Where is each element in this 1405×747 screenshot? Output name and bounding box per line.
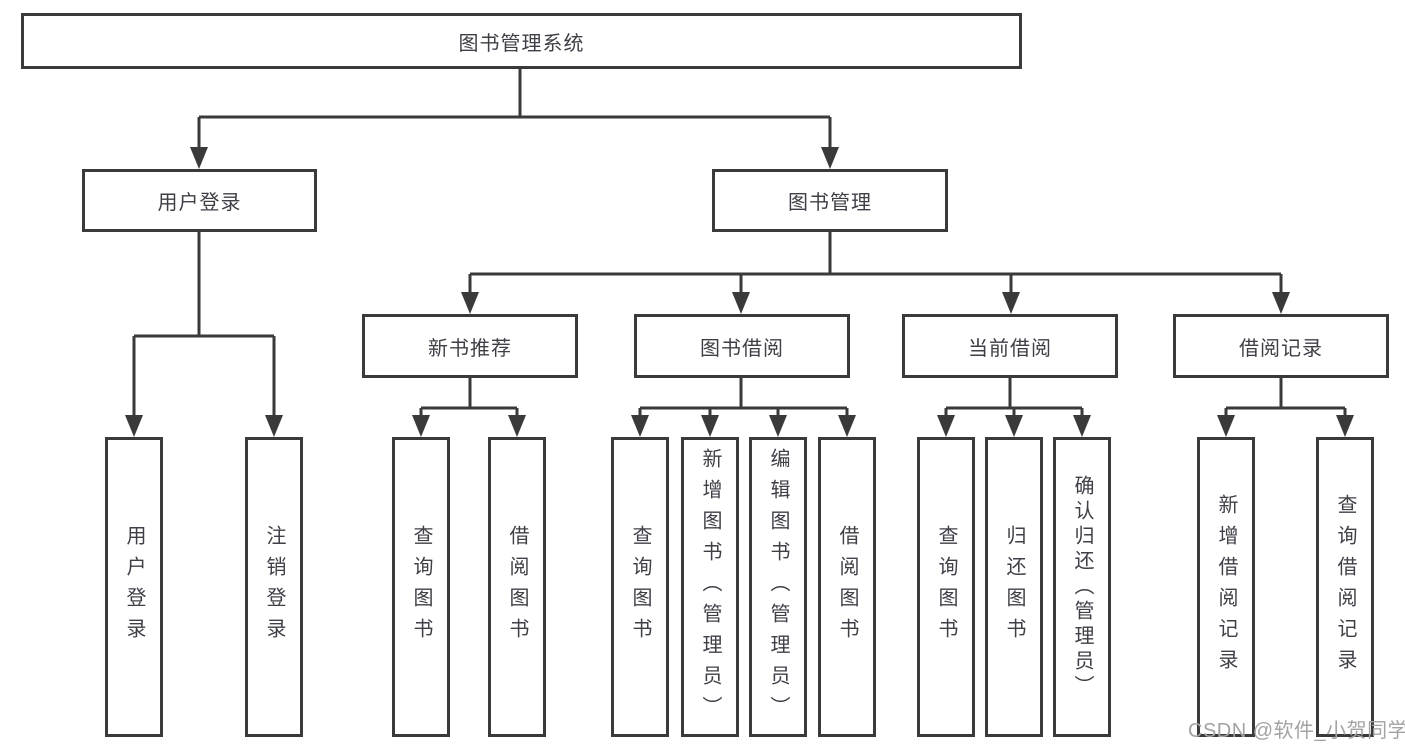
leaf-nb-borrow-books-label: 借阅图书: [506, 525, 528, 649]
leaf-cb-confirm-return-admin-label: 确认归还（管理员）: [1071, 474, 1093, 700]
leaf-bb-borrow-books: 借阅图书: [818, 437, 876, 737]
leaf-bb-add-books-admin-label: 新增图书（管理员）: [699, 447, 721, 727]
leaf-user-login: 用户登录: [105, 437, 163, 737]
leaf-bb-edit-books-admin: 编辑图书（管理员）: [749, 437, 807, 737]
leaf-cb-return-books: 归还图书: [985, 437, 1043, 737]
node-new-book-recommend-label: 新书推荐: [428, 337, 512, 360]
leaf-cb-query-books-label: 查询图书: [935, 525, 957, 649]
leaf-nb-query-books: 查询图书: [392, 437, 450, 737]
node-book-management-label: 图书管理: [788, 192, 872, 214]
leaf-bb-edit-books-admin-label: 编辑图书（管理员）: [767, 447, 789, 727]
leaf-bb-add-books-admin: 新增图书（管理员）: [681, 437, 739, 737]
leaf-br-query-record: 查询借阅记录: [1316, 437, 1374, 737]
node-book-borrow: 图书借阅: [634, 314, 850, 378]
node-borrow-records-label: 借阅记录: [1239, 337, 1323, 360]
leaf-nb-query-books-label: 查询图书: [410, 525, 432, 649]
leaf-bb-borrow-books-label: 借阅图书: [836, 525, 858, 649]
node-user-login: 用户登录: [82, 169, 317, 232]
node-borrow-records: 借阅记录: [1173, 314, 1389, 378]
leaf-cb-query-books: 查询图书: [917, 437, 975, 737]
leaf-cb-return-books-label: 归还图书: [1003, 525, 1025, 649]
leaf-br-add-record-label: 新增借阅记录: [1215, 494, 1237, 680]
leaf-user-login-label: 用户登录: [123, 525, 145, 649]
watermark: CSDN @软件_小贺同学: [1188, 720, 1405, 742]
leaf-logout-label: 注销登录: [263, 525, 285, 649]
node-new-book-recommend: 新书推荐: [362, 314, 578, 378]
leaf-bb-query-books-label: 查询图书: [629, 525, 651, 649]
node-user-login-label: 用户登录: [157, 192, 242, 214]
node-book-management: 图书管理: [712, 169, 948, 232]
leaf-br-query-record-label: 查询借阅记录: [1334, 494, 1356, 680]
node-root: 图书管理系统: [21, 13, 1022, 69]
leaf-br-add-record: 新增借阅记录: [1197, 437, 1255, 737]
leaf-cb-confirm-return-admin: 确认归还（管理员）: [1053, 437, 1111, 737]
node-root-label: 图书管理系统: [458, 32, 585, 55]
node-book-borrow-label: 图书借阅: [700, 337, 784, 360]
node-current-borrow-label: 当前借阅: [968, 337, 1052, 360]
leaf-bb-query-books: 查询图书: [611, 437, 669, 737]
leaf-logout: 注销登录: [245, 437, 303, 737]
leaf-nb-borrow-books: 借阅图书: [488, 437, 546, 737]
node-current-borrow: 当前借阅: [902, 314, 1118, 378]
